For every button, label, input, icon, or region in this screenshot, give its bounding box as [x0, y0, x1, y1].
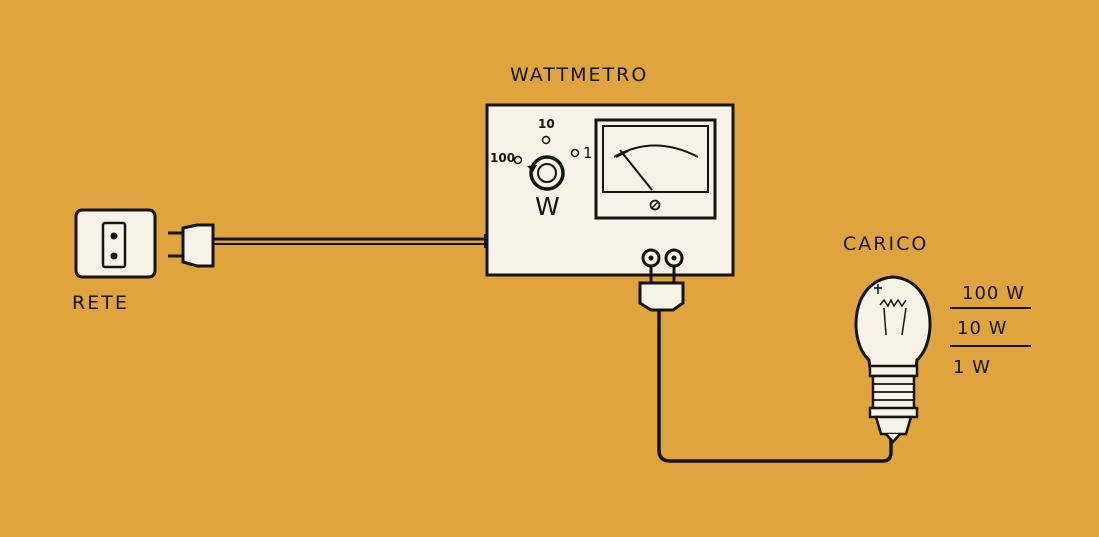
socket-label: RETE	[72, 292, 129, 314]
light-bulb	[854, 275, 932, 444]
meter-title: WATTMETRO	[510, 64, 649, 86]
range-position-100: 100	[490, 151, 516, 165]
range-position-10: 10	[538, 117, 555, 131]
range-selector-knob	[513, 135, 580, 191]
load-cable	[657, 310, 893, 463]
wattmeter-box	[484, 103, 735, 277]
load-rating-10w: 10 W	[957, 318, 1008, 339]
zero-adjust-screw	[649, 199, 661, 211]
load-label: CARICO	[843, 233, 929, 255]
analog-meter	[594, 118, 717, 220]
output-terminals	[641, 248, 684, 268]
meter-needle	[619, 149, 653, 191]
wall-socket	[74, 208, 157, 279]
load-plug	[638, 266, 685, 312]
load-rating-100w: 100 W	[962, 283, 1025, 304]
load-rating-1w: 1 W	[953, 357, 991, 378]
range-position-1: 1	[583, 144, 593, 162]
range-unit-label: W	[535, 192, 560, 221]
mains-plug	[168, 223, 215, 268]
rating-dividers	[950, 307, 1031, 347]
